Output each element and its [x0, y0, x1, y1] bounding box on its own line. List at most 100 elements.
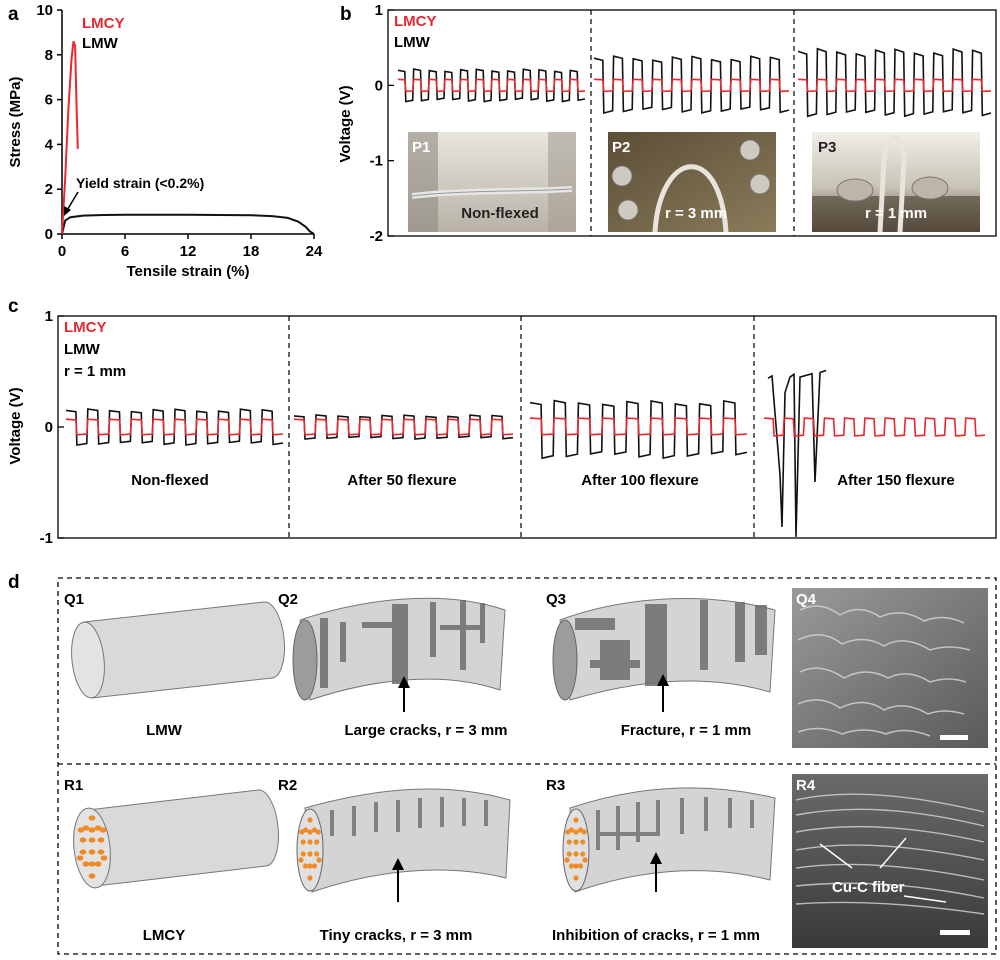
panel-d: Q1 Q2 Q3 LMW Large cracks, r = 3 mm: [57, 577, 997, 955]
fiber-dot: [311, 827, 318, 833]
fiber-dot: [97, 837, 105, 843]
d-q3-rod: [552, 598, 776, 701]
a-x-axis-label: Tensile strain (%): [126, 263, 249, 280]
d-q3-caption: Fracture, r = 1 mm: [621, 722, 751, 739]
fiber-dot: [568, 827, 575, 833]
b-y-axis-label: Voltage (V): [337, 85, 354, 162]
b-series-lmw-line: [397, 47, 992, 118]
d-r4-tag: R4: [796, 777, 816, 794]
fiber-dot: [307, 863, 313, 869]
fiber-dot: [573, 875, 579, 881]
c-segment-label-4: After 150 flexure: [837, 472, 955, 489]
fiber-dot: [300, 839, 306, 845]
fiber-dot: [88, 849, 96, 855]
a-annotation-yield: Yield strain (<0.2%): [76, 175, 204, 191]
b-y-tick-label: -2: [370, 228, 383, 245]
fiber-dot: [299, 829, 305, 835]
d-q2-rod: [292, 597, 506, 701]
a-y-tick-label: 0: [45, 226, 53, 243]
fiber-dot: [573, 839, 579, 845]
a-y-axis-label: Stress (MPa): [7, 77, 24, 168]
fiber-dot: [307, 817, 313, 823]
fiber-dot: [100, 855, 108, 861]
fiber-dot: [573, 817, 579, 823]
fiber-dot: [300, 851, 306, 857]
c-legend-radius: r = 1 mm: [64, 363, 126, 380]
b-y-ticks: 10-1-2: [370, 2, 394, 245]
fiber-dot: [307, 851, 313, 857]
d-r2-caption: Tiny cracks, r = 3 mm: [320, 927, 473, 944]
fiber-dot: [316, 857, 322, 863]
d-r3-caption: Inhibition of cracks, r = 1 mm: [552, 927, 760, 944]
a-y-tick-label: 6: [45, 92, 53, 109]
c-segment-label-2: After 50 flexure: [347, 472, 456, 489]
c-y-axis-label: Voltage (V): [7, 387, 24, 464]
fiber-dot: [577, 827, 584, 833]
b-photo-p3: P3 r = 1 mm: [812, 132, 980, 233]
d-r3-tag: R3: [546, 777, 565, 794]
fiber-dot: [88, 837, 96, 843]
fiber-dot: [94, 861, 102, 867]
b-photo-p1-tag: P1: [412, 139, 430, 156]
panel-label-a: a: [8, 4, 19, 25]
a-series-lmw-line: [61, 213, 315, 235]
fiber-dot: [88, 815, 96, 821]
fiber-dot: [566, 839, 572, 845]
c-y-tick-label: -1: [40, 530, 53, 547]
fiber-dot: [307, 829, 313, 835]
b-photo-p1-caption: Non-flexed: [461, 205, 539, 222]
fiber-dot: [302, 827, 309, 833]
fiber-dot: [307, 875, 313, 881]
b-photo-p3-caption: r = 1 mm: [865, 205, 927, 222]
fiber-dot: [565, 829, 571, 835]
panel-c: 10-1 Voltage (V) LMCY LMW r = 1 mm Non-f…: [7, 308, 997, 547]
fiber-dot: [568, 863, 575, 869]
panel-label-d: d: [8, 572, 20, 593]
a-annotation-arrowhead: [64, 206, 71, 216]
d-q1-rod: [71, 601, 285, 699]
b-y-tick-label: -1: [370, 153, 383, 170]
d-q3-tag: Q3: [546, 591, 566, 608]
b-legend-lmw: LMW: [394, 34, 431, 51]
c-y-ticks: 10-1: [40, 308, 64, 547]
d-r1-rod: [73, 789, 279, 889]
panel-b: 10-1-2 Voltage (V) LMCY LMW P1 Non-flexe…: [337, 2, 997, 245]
fiber-dot: [573, 829, 579, 835]
fiber-dot: [79, 849, 87, 855]
b-y-tick-label: 0: [375, 77, 383, 94]
fiber-dot: [82, 825, 90, 831]
a-x-tick-label: 6: [121, 243, 129, 260]
fiber-dot: [82, 861, 90, 867]
c-segment-label-3: After 100 flexure: [581, 472, 699, 489]
d-r2-tag: R2: [278, 777, 297, 794]
c-y-tick-label: 1: [45, 308, 53, 325]
fiber-dot: [582, 857, 588, 863]
fiber-dot: [94, 825, 102, 831]
b-legend-lmcy: LMCY: [394, 13, 437, 30]
d-q1-caption: LMW: [146, 722, 183, 739]
c-frame: [57, 315, 997, 539]
c-legend-lmw: LMW: [64, 341, 101, 358]
a-x-tick-label: 24: [306, 243, 323, 260]
fiber-dot: [314, 851, 320, 857]
fiber-dot: [77, 827, 85, 833]
fiber-dot: [564, 857, 570, 863]
fiber-dot: [577, 863, 584, 869]
b-frame: [387, 9, 997, 237]
d-frame: [57, 577, 997, 955]
a-legend-lmcy: LMCY: [82, 15, 125, 32]
d-r3-arrowhead: [650, 852, 662, 864]
fiber-dot: [302, 863, 309, 869]
b-photo-p2: P2 r = 3 mm: [608, 132, 776, 233]
a-series-lmcy-line: [61, 41, 79, 235]
panel-label-c: c: [8, 296, 19, 317]
d-q2-arrowhead: [398, 676, 410, 688]
d-q3-arrowhead: [657, 674, 669, 686]
fiber-dot: [581, 829, 587, 835]
d-q4-sem-image: Q4: [792, 588, 988, 748]
fiber-dot: [88, 827, 96, 833]
b-photo-p2-caption: r = 3 mm: [665, 205, 727, 222]
d-r4-fiber-label: Cu-C fiber: [832, 879, 905, 896]
